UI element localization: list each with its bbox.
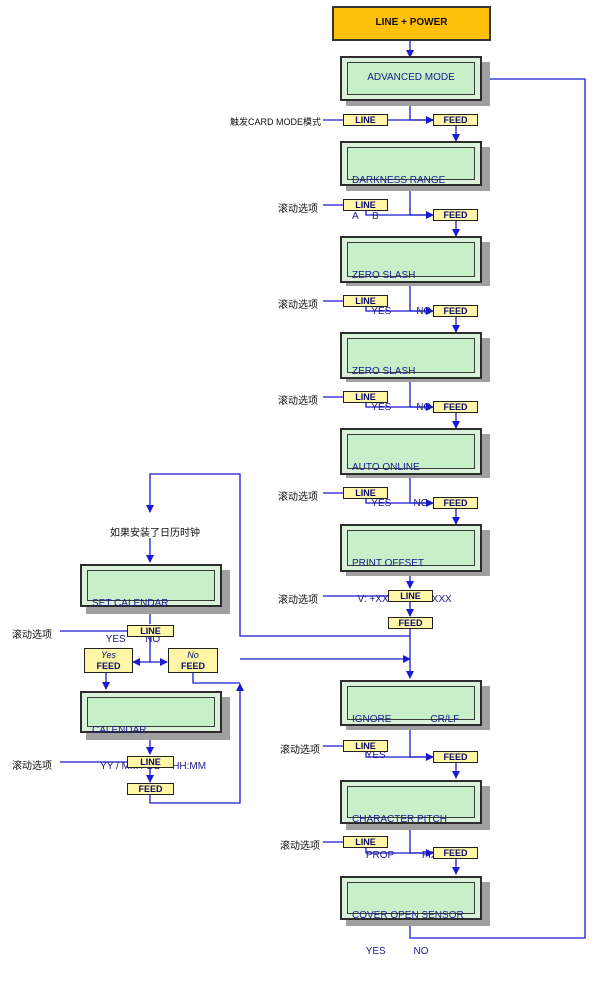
scroll-option-label: 滚动选项 (280, 745, 320, 756)
advanced-mode-screen: ADVANCED MODE (340, 56, 482, 101)
if-calendar-installed-label: 如果安装了日历时钟 (110, 528, 200, 539)
ignore-crlf-screen: IGNORE CR/LF YES NO (340, 680, 482, 761)
lcd-line-2: A B (352, 211, 379, 222)
lcd-text: SET CALENDAR YES NO (87, 570, 215, 645)
lcd-line-1: SET CALENDAR (92, 598, 169, 609)
lcd-text: CHARACTER PITCH PROP FIXED (347, 786, 475, 861)
yes-feed-button[interactable]: Yes FEED (84, 648, 133, 673)
lcd-line-2: YES NO (352, 402, 432, 413)
no-feed-button[interactable]: No FEED (168, 648, 218, 673)
line-button[interactable]: LINE (343, 836, 388, 848)
feed-button[interactable]: FEED (433, 401, 478, 413)
lcd-line-2: YES NO (352, 498, 429, 509)
no-label: No (187, 650, 199, 660)
print-offset-screen: PRINT OFFSET V: +XXXX H: +XXX (340, 524, 482, 605)
feed-button[interactable]: FEED (433, 305, 478, 317)
lcd-line-2: YES NO (352, 306, 432, 317)
flow-connectors (60, 41, 586, 939)
auto-online-screen: AUTO ONLINE YES NO (340, 428, 482, 509)
scroll-option-label: 滚动选项 (12, 761, 52, 772)
lcd-line-1: IGNORE CR/LF (352, 714, 460, 725)
cover-open-sensor-screen: COVER OPEN SENSOR YES NO (340, 876, 482, 957)
scroll-option-label: 滚动选项 (280, 841, 320, 852)
feed-button[interactable]: FEED (127, 783, 174, 795)
lcd-text: IGNORE CR/LF YES NO (347, 686, 475, 761)
lcd-line-1: CALENDAR (92, 725, 147, 736)
feed-button[interactable]: FEED (433, 751, 478, 763)
lcd-line-1: ZERO SLASH (352, 366, 416, 377)
scroll-option-label: 滚动选项 (12, 630, 52, 641)
lcd-text: COVER OPEN SENSOR YES NO (347, 882, 475, 957)
lcd-line-1: CHARACTER PITCH (352, 814, 448, 825)
lcd-line-1: COVER OPEN SENSOR (352, 910, 464, 921)
line-button[interactable]: LINE (343, 391, 388, 403)
character-pitch-screen: CHARACTER PITCH PROP FIXED (340, 780, 482, 861)
zero-slash-screen-2: ZERO SLASH YES NO (340, 332, 482, 413)
feed-button[interactable]: FEED (433, 114, 478, 126)
lcd-text: AUTO ONLINE YES NO (347, 434, 475, 509)
lcd-line-1: PRINT OFFSET (352, 558, 425, 569)
lcd-text: ZERO SLASH YES NO (347, 338, 475, 413)
lcd-line-1: ZERO SLASH (352, 270, 416, 281)
line-button[interactable]: LINE (388, 590, 433, 602)
scroll-option-label: 滚动选项 (278, 300, 318, 311)
calendar-screen: CALENDAR YY / MM / DD HH:MM (80, 691, 222, 772)
lcd-text: ADVANCED MODE (347, 62, 475, 95)
feed-button[interactable]: FEED (433, 847, 478, 859)
feed-button[interactable]: FEED (433, 497, 478, 509)
trigger-card-mode-label: 触发CARD MODE模式 (230, 117, 322, 127)
lcd-line-2: YES NO (352, 946, 429, 957)
darkness-range-screen: DARKNESS RANGE A B (340, 141, 482, 222)
scroll-option-label: 滚动选项 (278, 492, 318, 503)
lcd-text: PRINT OFFSET V: +XXXX H: +XXX (347, 530, 475, 605)
scroll-option-label: 滚动选项 (278, 204, 318, 215)
scroll-option-label: 滚动选项 (278, 396, 318, 407)
line-button[interactable]: LINE (127, 756, 174, 768)
line-button[interactable]: LINE (343, 114, 388, 126)
feed-button[interactable]: FEED (388, 617, 433, 629)
lcd-text: ZERO SLASH YES NO (347, 242, 475, 317)
line-button[interactable]: LINE (343, 740, 388, 752)
line-button[interactable]: LINE (127, 625, 174, 637)
feed-button[interactable]: FEED (433, 209, 478, 221)
lcd-text: CALENDAR YY / MM / DD HH:MM (87, 697, 215, 772)
scroll-option-label: 滚动选项 (278, 595, 318, 606)
line-button[interactable]: LINE (343, 487, 388, 499)
yes-label: Yes (100, 650, 116, 660)
line-button[interactable]: LINE (343, 199, 388, 211)
lcd-line-1: AUTO ONLINE (352, 462, 420, 473)
set-calendar-screen: SET CALENDAR YES NO (80, 564, 222, 645)
line-power-box: LINE + POWER (332, 6, 491, 41)
feed-label: FEED (96, 661, 121, 671)
lcd-line-1: DARKNESS RANGE (352, 175, 446, 186)
lcd-line-2: YES NO (92, 634, 161, 645)
lcd-text: DARKNESS RANGE A B (347, 147, 475, 222)
line-button[interactable]: LINE (343, 295, 388, 307)
feed-label: FEED (180, 661, 205, 671)
zero-slash-screen: ZERO SLASH YES NO (340, 236, 482, 317)
